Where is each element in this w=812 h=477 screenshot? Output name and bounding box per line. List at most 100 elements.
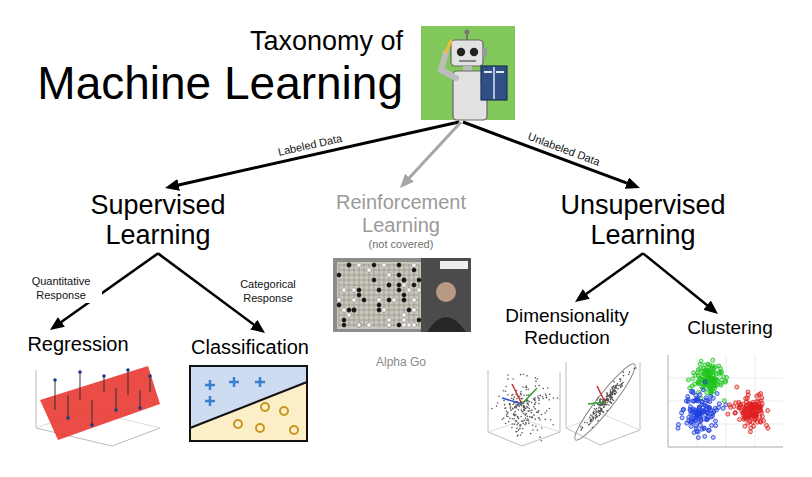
illustration-circle bbox=[628, 374, 630, 376]
illustration-g bbox=[491, 373, 558, 441]
illustration-circle bbox=[612, 388, 614, 390]
illustration-circle bbox=[590, 418, 592, 420]
illustration-circle bbox=[698, 393, 702, 397]
illustration-circle bbox=[503, 417, 505, 419]
illustration-circle bbox=[589, 420, 591, 422]
illustration-circle bbox=[407, 323, 411, 327]
illustration-circle bbox=[417, 318, 421, 322]
illustration-circle bbox=[621, 385, 623, 387]
illustration-circle bbox=[596, 399, 598, 401]
illustration-rect bbox=[421, 26, 515, 120]
illustration-circle bbox=[502, 419, 504, 421]
illustration-circle bbox=[733, 411, 737, 415]
illustration-circle bbox=[611, 402, 613, 404]
illustration-circle bbox=[528, 420, 530, 422]
illustration-circle bbox=[611, 388, 613, 390]
illustration-circle bbox=[607, 394, 609, 396]
illustration-line bbox=[128, 370, 129, 395]
illustration-circle bbox=[412, 323, 416, 327]
illustration-circle bbox=[594, 413, 596, 415]
illustration-line bbox=[68, 395, 69, 418]
illustration-circle bbox=[592, 419, 594, 421]
illustration-circle bbox=[412, 263, 416, 267]
illustration-circle bbox=[748, 411, 752, 415]
illustration-circle bbox=[700, 410, 704, 414]
illustration-circle bbox=[700, 400, 704, 404]
illustration-circle bbox=[607, 399, 609, 401]
illustration-circle bbox=[392, 298, 396, 302]
illustration-circle bbox=[377, 308, 381, 312]
illustration-line bbox=[379, 264, 380, 327]
illustration-circle bbox=[377, 303, 381, 307]
taxonomy-arrow bbox=[171, 122, 459, 187]
illustration-circle bbox=[525, 387, 527, 389]
taxonomy-arrow bbox=[643, 253, 713, 310]
illustration-circle bbox=[102, 374, 106, 378]
illustration-circle bbox=[538, 399, 540, 401]
illustration-circle bbox=[549, 408, 551, 410]
illustration-circle bbox=[526, 389, 528, 391]
illustration-line bbox=[419, 264, 420, 327]
illustration-circle bbox=[718, 366, 722, 370]
illustration-circle bbox=[515, 431, 517, 433]
illustration-circle bbox=[617, 388, 619, 390]
illustration-circle bbox=[749, 426, 753, 430]
illustration-circle bbox=[114, 408, 118, 412]
category-node: Dimensionality Reduction bbox=[493, 302, 641, 352]
illustration-line bbox=[140, 390, 141, 408]
illustration-circle bbox=[612, 392, 614, 394]
node-label: Regression bbox=[21, 333, 135, 356]
illustration-circle bbox=[599, 404, 601, 406]
illustration-line bbox=[190, 382, 307, 428]
illustration-circle bbox=[735, 385, 739, 389]
illustration-circle bbox=[610, 389, 612, 391]
illustration-circle bbox=[733, 411, 737, 415]
illustration-line bbox=[459, 60, 476, 62]
illustration-circle bbox=[503, 400, 505, 402]
illustration-circle bbox=[616, 384, 618, 386]
illustration-path bbox=[566, 362, 640, 445]
illustration-line bbox=[339, 285, 419, 286]
illustration-circle bbox=[347, 308, 351, 312]
illustration-circle bbox=[528, 422, 530, 424]
illustration-circle bbox=[521, 432, 523, 434]
illustration-circle bbox=[352, 298, 356, 302]
illustration-circle bbox=[512, 408, 514, 410]
illustration-circle bbox=[686, 378, 690, 382]
illustration-line bbox=[369, 264, 370, 327]
illustration-circle bbox=[588, 424, 590, 426]
illustration-circle bbox=[66, 416, 70, 420]
illustration-circle bbox=[714, 424, 718, 428]
illustration-circle bbox=[412, 283, 416, 287]
taxonomy-arrow bbox=[404, 122, 461, 184]
illustration-circle bbox=[580, 429, 582, 431]
illustration-circle bbox=[515, 414, 517, 416]
illustration-circle bbox=[607, 399, 609, 401]
illustration-circle bbox=[623, 375, 625, 377]
illustration-circle bbox=[372, 278, 376, 282]
illustration-circle bbox=[599, 399, 601, 401]
illustration-circle bbox=[352, 308, 356, 312]
illustration-circle bbox=[537, 378, 539, 380]
illustration-circle bbox=[600, 410, 602, 412]
illustration-circle bbox=[515, 404, 517, 406]
illustration-circle bbox=[766, 409, 770, 413]
illustration-circle bbox=[538, 403, 540, 405]
illustration-line bbox=[354, 264, 355, 327]
illustration-circle bbox=[412, 308, 416, 312]
illustration-circle bbox=[753, 403, 757, 407]
illustration-circle bbox=[609, 394, 611, 396]
illustration-rect bbox=[421, 258, 471, 332]
illustration-circle bbox=[598, 411, 600, 413]
illustration-circle bbox=[521, 409, 523, 411]
illustration-circle bbox=[357, 293, 361, 297]
illustration-circle bbox=[608, 395, 610, 397]
illustration-circle bbox=[584, 422, 586, 424]
illustration-circle bbox=[387, 273, 391, 277]
illustration-circle bbox=[610, 395, 612, 397]
illustration-circle bbox=[604, 404, 606, 406]
illustration-circle bbox=[713, 384, 717, 388]
illustration-circle bbox=[280, 407, 288, 415]
illustration-circle bbox=[542, 388, 544, 390]
illustration-circle bbox=[606, 400, 608, 402]
